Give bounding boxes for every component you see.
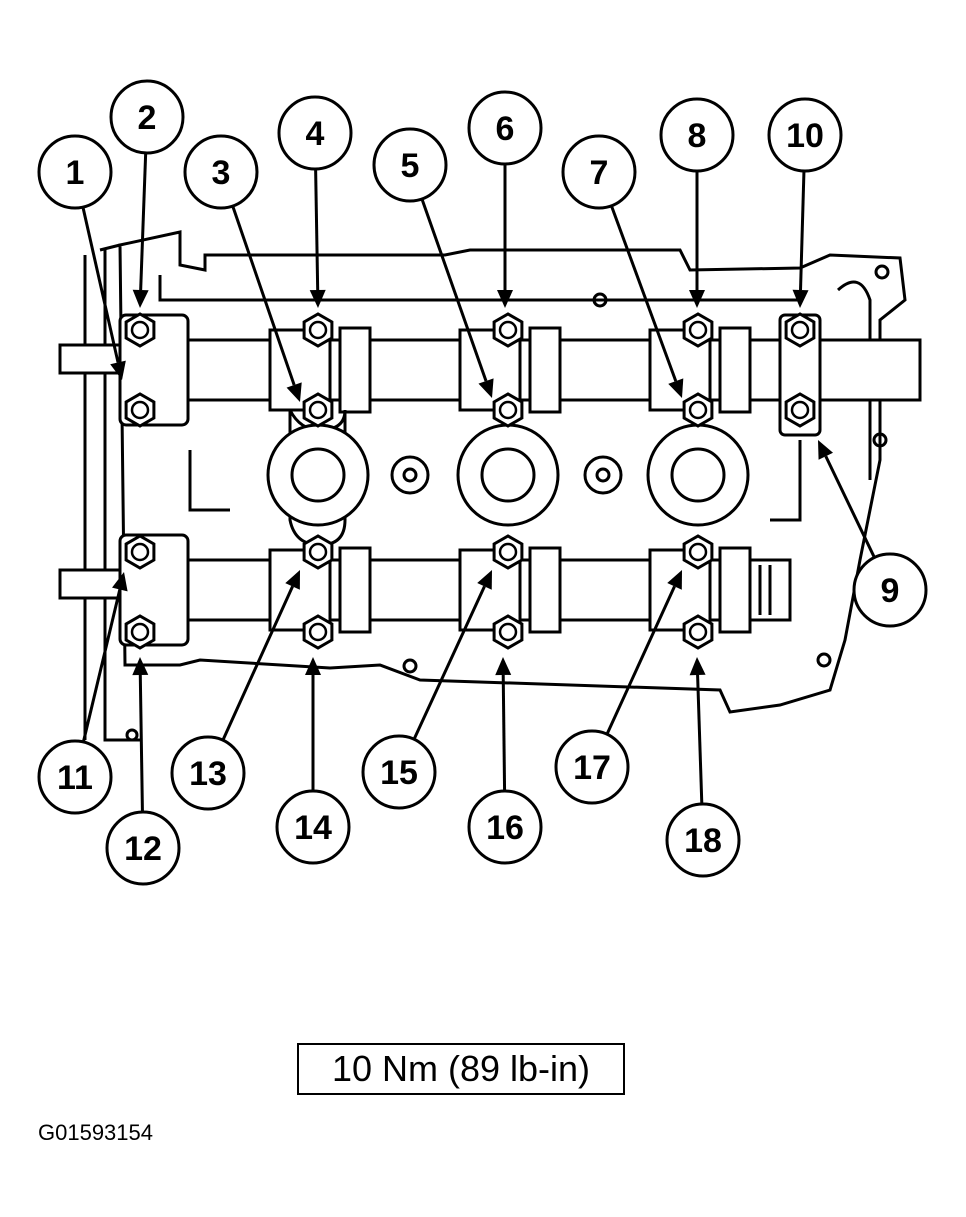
bolt-8: [682, 392, 714, 428]
bolt-15: [492, 534, 524, 570]
callout-number: 16: [486, 809, 524, 847]
bolt-16: [492, 614, 524, 650]
callout-9: 9: [852, 552, 928, 628]
leader-arrowhead-12: [132, 657, 149, 676]
callout-number: 13: [189, 755, 227, 793]
spark-plug-bosses: [266, 409, 750, 547]
leader-arrowhead-5: [478, 378, 494, 398]
callout-8: 8: [659, 97, 735, 173]
leader-arrowhead-17: [667, 570, 682, 590]
leader-line-4: [314, 168, 320, 291]
bolt-3: [302, 312, 334, 348]
leader-line-18: [696, 674, 704, 805]
callout-number: 1: [66, 154, 85, 192]
leader-arrowhead-3: [286, 382, 302, 402]
callout-number: 7: [590, 154, 609, 192]
callout-13: 13: [170, 735, 246, 811]
callout-18: 18: [665, 802, 741, 878]
leader-arrowhead-1: [110, 360, 126, 380]
leader-arrowhead-9: [818, 440, 834, 460]
leader-arrowhead-2: [132, 289, 149, 308]
bolt-7: [682, 312, 714, 348]
callout-number: 3: [212, 154, 231, 192]
callout-number: 5: [401, 147, 420, 185]
callout-6: 6: [467, 90, 543, 166]
bolt-10: [784, 392, 816, 428]
callout-1: 1: [37, 134, 113, 210]
callout-4: 4: [277, 95, 353, 171]
callout-number: 2: [138, 99, 157, 137]
leader-line-10: [799, 170, 806, 291]
bolt-13: [302, 534, 334, 570]
callout-number: 17: [573, 749, 611, 787]
callout-number: 10: [786, 117, 824, 155]
torque-spec-label: 10 Nm (89 lb-in): [331, 1048, 591, 1089]
bolt-1: [124, 312, 156, 348]
callout-leader-lines: [81, 152, 876, 813]
leader-arrowhead-18: [689, 657, 706, 676]
bolt-18: [682, 614, 714, 650]
leader-arrowhead-16: [495, 657, 512, 676]
leader-arrowhead-10: [792, 289, 809, 308]
leader-arrowhead-11: [112, 572, 128, 592]
leader-arrowhead-15: [477, 570, 492, 590]
bolt-11: [124, 534, 156, 570]
callout-number: 4: [306, 115, 325, 153]
leader-line-5: [420, 198, 488, 382]
leader-arrowhead-6: [497, 290, 513, 308]
torque-spec-box: 10 Nm (89 lb-in): [297, 1043, 625, 1095]
bolt-6: [492, 392, 524, 428]
callout-2: 2: [109, 79, 185, 155]
leader-line-12: [138, 674, 144, 813]
callout-15: 15: [361, 734, 437, 810]
bolt-2: [124, 392, 156, 428]
leader-arrowhead-7: [668, 378, 684, 398]
callout-number: 11: [57, 759, 93, 797]
callout-number: 12: [124, 830, 162, 868]
callout-number: 15: [380, 754, 418, 792]
callout-10: 10: [767, 97, 843, 173]
callout-number: 14: [294, 809, 332, 847]
bolt-5: [492, 312, 524, 348]
leader-line-7: [610, 205, 678, 382]
callout-12: 12: [105, 810, 181, 886]
leader-line-1: [81, 206, 120, 363]
leader-line-2: [139, 152, 148, 291]
callout-17: 17: [554, 729, 630, 805]
bolt-14: [302, 614, 334, 650]
leader-line-11: [81, 589, 122, 743]
leader-line-9: [824, 455, 876, 559]
bearing-cap-bolts: [124, 312, 816, 650]
callout-7: 7: [561, 134, 637, 210]
callout-16: 16: [467, 789, 543, 865]
callout-number: 18: [684, 822, 722, 860]
callout-14: 14: [275, 789, 351, 865]
leader-arrowhead-13: [285, 570, 300, 590]
leader-arrowhead-4: [309, 289, 326, 308]
leader-line-17: [605, 585, 676, 735]
bolt-17: [682, 534, 714, 570]
callout-11: 11: [37, 739, 113, 815]
leader-arrowhead-14: [305, 657, 321, 675]
bolt-9: [784, 312, 816, 348]
callout-number: 6: [496, 110, 515, 148]
leader-line-13: [221, 585, 294, 741]
leader-line-3: [231, 205, 296, 386]
callout-5: 5: [372, 127, 448, 203]
leader-line-15: [412, 585, 486, 740]
callout-number: 9: [881, 572, 900, 610]
figure-id: G01593154: [38, 1120, 153, 1145]
callout-3: 3: [183, 134, 259, 210]
leader-arrowhead-8: [689, 290, 705, 308]
callout-number: 8: [688, 117, 707, 155]
bolt-4: [302, 392, 334, 428]
bolt-12: [124, 614, 156, 650]
leader-line-16: [501, 674, 507, 792]
